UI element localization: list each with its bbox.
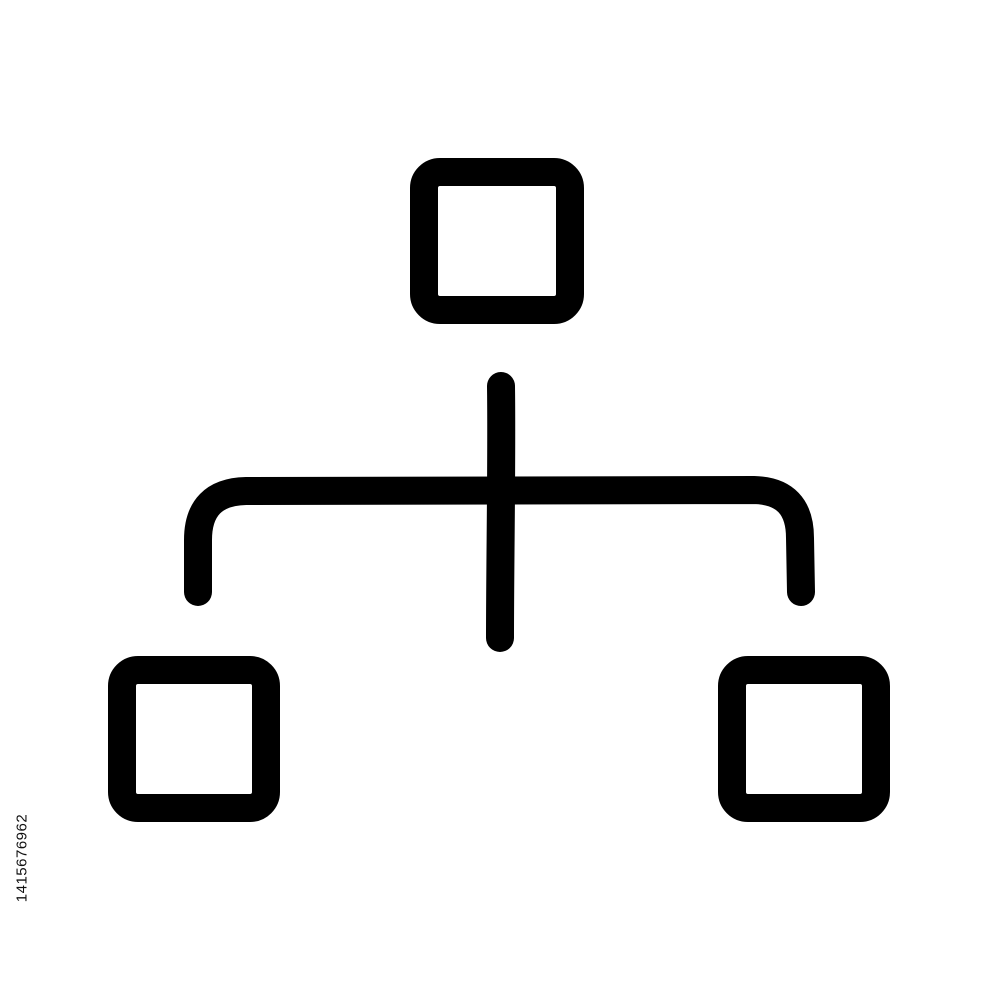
left-node-box — [108, 656, 280, 822]
vertical-connector — [486, 372, 516, 652]
branch-connector — [184, 476, 815, 606]
stock-id-text: 1415676962 — [13, 813, 31, 903]
top-node-box — [410, 158, 584, 324]
right-node-box — [718, 656, 890, 822]
